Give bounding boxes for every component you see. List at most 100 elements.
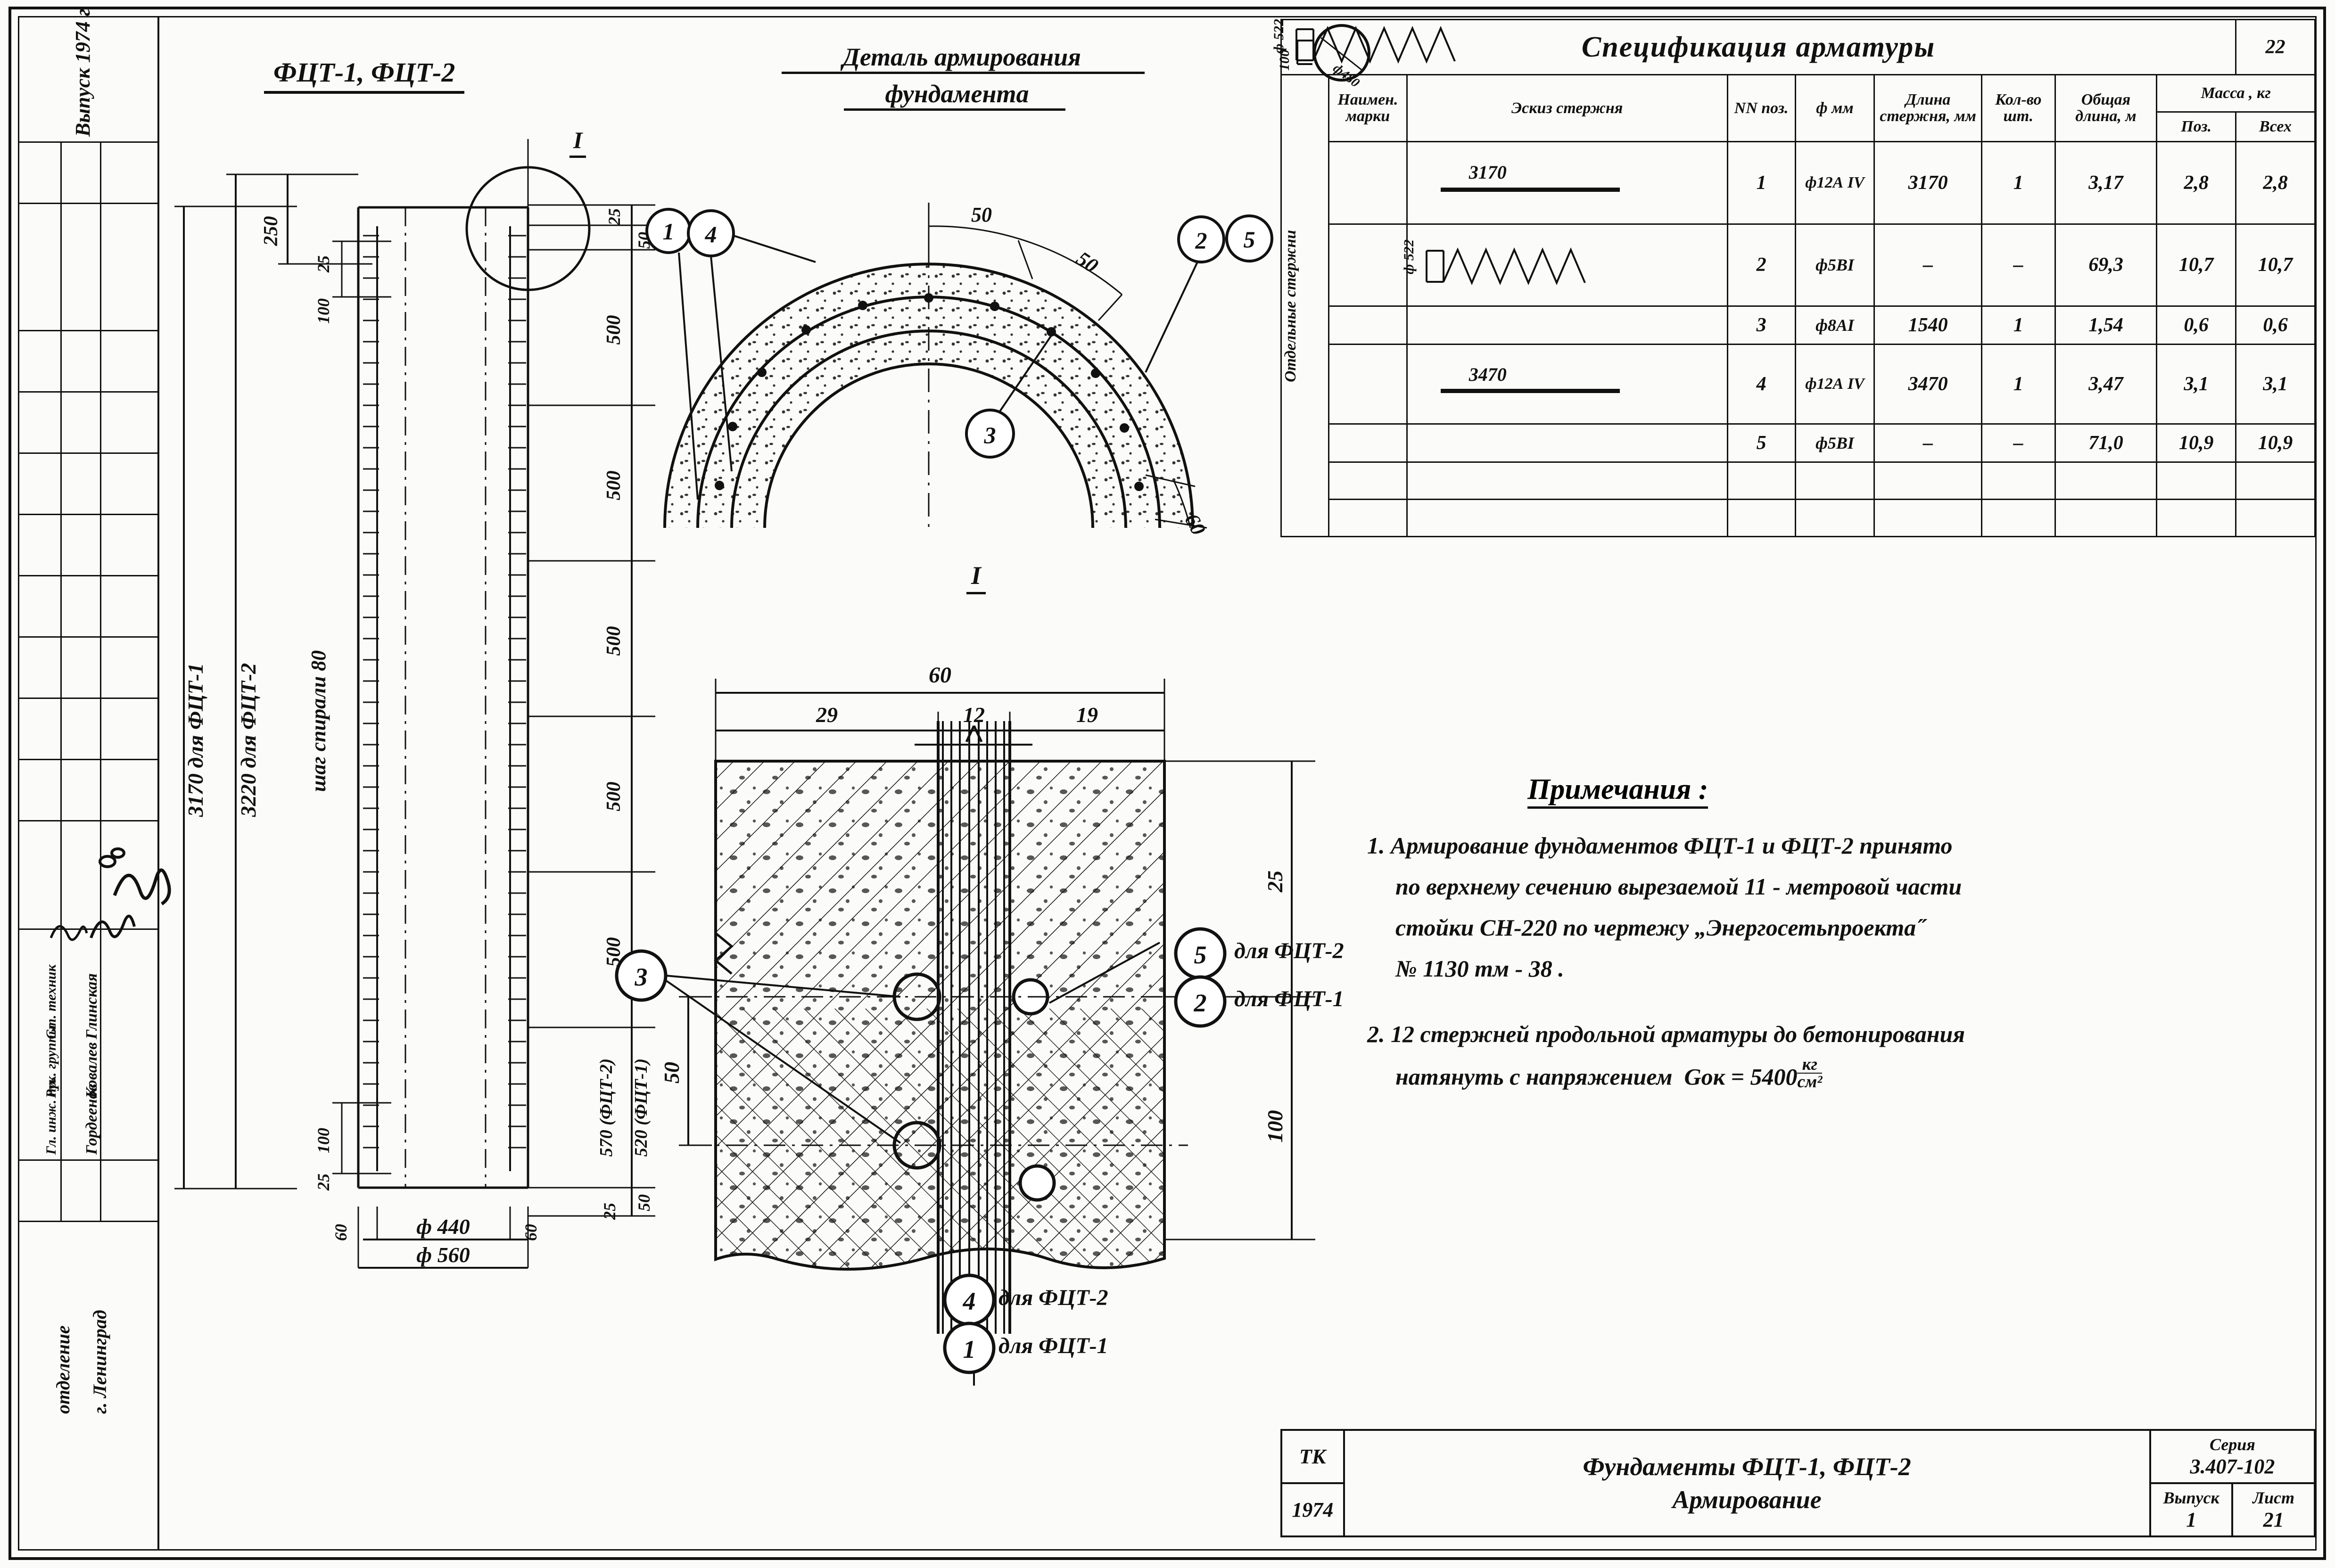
spec-row-mark-cell — [1328, 223, 1408, 307]
left-margin-strip — [18, 16, 159, 1551]
svg-text:570 (ФЦТ-2): 570 (ФЦТ-2) — [596, 1059, 616, 1157]
spec-row-empty — [1281, 461, 2316, 500]
callout-note-4: для ФЦТ-2 — [998, 1285, 1108, 1310]
svg-text:1: 1 — [963, 1335, 976, 1363]
spec-row-qty: – — [1980, 223, 2056, 307]
svg-text:50: 50 — [971, 203, 992, 226]
margin-divider — [18, 698, 159, 699]
spec-row-dia — [1794, 461, 1875, 500]
section-i-drawing: 60 29 12 19 25 100 50 3 — [615, 663, 1315, 1386]
sketch-length-label: 3470 — [1469, 364, 1507, 386]
spec-row: ф 522 2 ф5ВI – – 69,3 10,7 10,7 — [1281, 223, 2316, 307]
spec-header-sketch: Эскиз стержня — [1406, 74, 1728, 142]
margin-divider — [18, 820, 159, 821]
spec-row-length: – — [1873, 223, 1982, 307]
title-block-sheet-label: Лист — [2252, 1488, 2295, 1507]
spec-row-length: 1540 — [1873, 305, 1982, 345]
title-block-title: Фундаменты ФЦТ-1, ФЦТ-2 Армирование — [1343, 1429, 2151, 1537]
elevation-title: ФЦТ-1, ФЦТ-2 — [264, 57, 465, 94]
spec-header-pos: NN поз. — [1726, 74, 1796, 142]
spec-row-total-length: 69,3 — [2054, 223, 2158, 307]
sketch-length-label: 3170 — [1469, 161, 1507, 183]
callout-note-2: для ФЦТ-1 — [1234, 986, 1344, 1011]
margin-divider — [18, 759, 159, 760]
note2-stress-symbol: Gок — [1684, 1063, 1725, 1090]
sketch-spiral: ф 522 — [1401, 239, 1586, 286]
svg-text:500: 500 — [603, 315, 625, 345]
spec-col-mark: Отдельные стержни — [1280, 74, 1330, 537]
sheet-frame-inner — [18, 16, 2317, 1551]
spec-row-sketch — [1406, 499, 1728, 537]
spec-row-mark-cell — [1328, 499, 1408, 537]
title-block: ТК Фундаменты ФЦТ-1, ФЦТ-2 Армирование С… — [1280, 1429, 2316, 1537]
svg-text:500: 500 — [603, 471, 625, 501]
sheet-frame-outer — [8, 7, 2326, 1560]
spec-row-mass-all: 0,6 — [2235, 305, 2316, 345]
spec-row-total-length: 3,17 — [2054, 140, 2158, 225]
spec-row-sketch: ф 522 — [1401, 223, 1728, 307]
note-item-1-line-4: № 1130 тм - 38 . — [1395, 955, 1564, 982]
arch-detail-title-rule-2 — [844, 108, 1065, 111]
spec-group-label: Отдельные стержни — [1282, 229, 1299, 382]
svg-text:19: 19 — [1076, 703, 1098, 727]
spec-header-mass-all: Всех — [2235, 111, 2316, 142]
branch-line-1: отделение — [52, 1325, 74, 1414]
title-block-issue-label: Выпуск — [2163, 1488, 2219, 1507]
svg-text:25: 25 — [605, 208, 624, 226]
margin-divider — [18, 141, 159, 143]
note-item-1-line-1: 1. Армирование фундаментов ФЦТ-1 и ФЦТ-2… — [1367, 832, 1953, 859]
spec-row-empty — [1281, 499, 2316, 537]
spec-row-sketch — [1406, 461, 1728, 500]
title-block-series-label: Серия — [2209, 1435, 2255, 1454]
spec-row-mass-all — [2235, 499, 2316, 537]
note2-lead-text: натянуть с напряжением — [1395, 1063, 1684, 1090]
svg-text:3170 для ФЦТ-1: 3170 для ФЦТ-1 — [183, 663, 207, 817]
spec-row-pos — [1726, 461, 1796, 500]
spec-row-qty: 1 — [1980, 140, 2056, 225]
spec-row-mass-pos: 0,6 — [2156, 305, 2237, 345]
elevation-drawing: 3170 для ФЦТ-1 3220 для ФЦТ-2 250 25 100… — [174, 139, 655, 1269]
spec-row-pos: 5 — [1726, 423, 1796, 463]
spec-row-sketch: 3170 — [1406, 140, 1728, 225]
margin-divider — [18, 1221, 159, 1222]
spec-row-mark-cell — [1328, 305, 1408, 345]
section-i-label: I — [966, 561, 986, 594]
section-mark-elevation: I — [569, 126, 586, 158]
svg-text:50: 50 — [1072, 247, 1102, 278]
spec-header-dia: ф мм — [1794, 74, 1875, 142]
spec-row-total-length — [2054, 461, 2158, 500]
spec-row-total-length: 3,47 — [2054, 344, 2158, 425]
margin-divider — [18, 636, 159, 638]
spec-row-length: 3170 — [1873, 140, 1982, 225]
spec-row-dia: ф5ВI — [1794, 223, 1875, 307]
spec-header-total-length: Общая длина, м — [2054, 74, 2158, 142]
spec-row-mass-all: 3,1 — [2235, 344, 2316, 425]
spec-row-qty — [1980, 461, 2056, 500]
spec-row-qty: 1 — [1980, 344, 2056, 425]
spec-row-dia: ф12А IV — [1794, 140, 1875, 225]
spec-row-mass-all: 10,9 — [2235, 423, 2316, 463]
spec-row-pos — [1726, 499, 1796, 537]
spec-row-mass-pos: 2,8 — [2156, 140, 2237, 225]
spec-row-mark-cell — [1328, 344, 1408, 425]
svg-text:29: 29 — [816, 703, 838, 727]
margin-col-divider — [60, 141, 62, 1221]
spec-sheet-number: 22 — [2235, 19, 2316, 75]
title-block-title-line-1: Фундаменты ФЦТ-1, ФЦТ-2 — [1583, 1452, 1911, 1481]
notes-title: Примечания : — [1527, 773, 1708, 809]
title-block-issue-cell: Выпуск 1 — [2149, 1482, 2234, 1537]
svg-text:4: 4 — [705, 221, 717, 247]
svg-text:25: 25 — [1263, 870, 1287, 893]
sketch-spiral: ф 522 — [1271, 19, 1456, 64]
title-block-year: 1974 — [1280, 1482, 1345, 1537]
spec-row-sketch: ф 522 — [1271, 19, 1728, 463]
svg-text:2: 2 — [1195, 227, 1207, 254]
svg-text:5: 5 — [1194, 941, 1207, 969]
spec-row-dia — [1794, 499, 1875, 537]
note-item-2-line-1: 2. 12 стержней продольной арматуры до бе… — [1367, 1021, 1965, 1047]
spec-row-sketch: 100 ф480 — [1277, 24, 1728, 345]
svg-text:1: 1 — [663, 218, 675, 245]
svg-text:25: 25 — [314, 255, 333, 273]
spec-row-dia: ф12А IV — [1794, 344, 1875, 425]
